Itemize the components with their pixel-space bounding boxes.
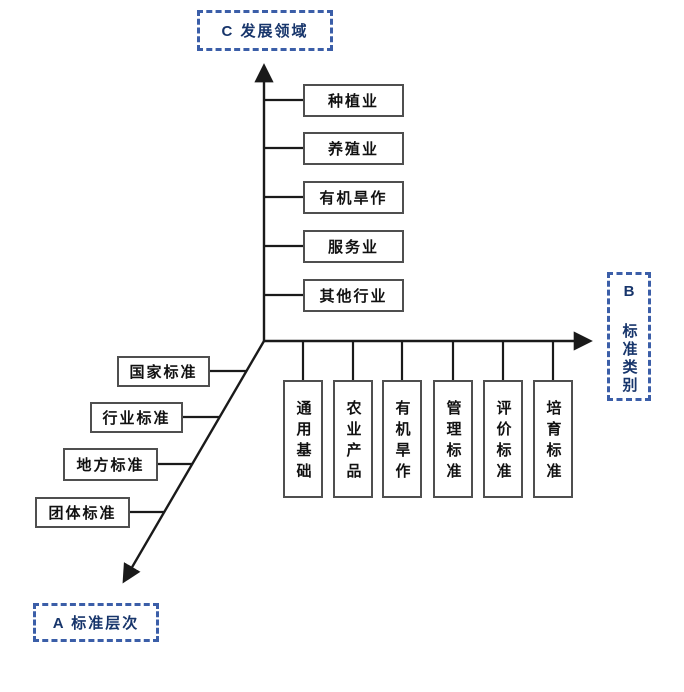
c-axis-item-other: 其他行业: [303, 279, 404, 312]
a-axis-item-local: 地方标准: [63, 448, 158, 481]
a-axis-item-industry: 行业标准: [90, 402, 183, 433]
c-axis-item-service: 服务业: [303, 230, 404, 263]
a-axis-line: [122, 340, 266, 584]
b-axis-label: B 标准类别: [607, 272, 651, 401]
c-axis-item-planting: 种植业: [303, 84, 404, 117]
b-axis-item-agri-products: 农业产品: [333, 380, 373, 498]
a-axis-label: A 标准层次: [33, 603, 159, 642]
b-axis-item-evaluation: 评价标准: [483, 380, 523, 498]
a-axis-item-group: 团体标准: [35, 497, 130, 528]
b-axis-item-management: 管理标准: [433, 380, 473, 498]
b-axis-item-general-basis: 通用基础: [283, 380, 323, 498]
c-axis-item-organic-dry-farming: 有机旱作: [303, 181, 404, 214]
b-axis-item-organic-dry-farming: 有机旱作: [382, 380, 422, 498]
b-axis-item-cultivation: 培育标准: [533, 380, 573, 498]
a-axis-item-national: 国家标准: [117, 356, 210, 387]
c-axis-label: C 发展领域: [197, 10, 333, 51]
c-axis-item-breeding: 养殖业: [303, 132, 404, 165]
